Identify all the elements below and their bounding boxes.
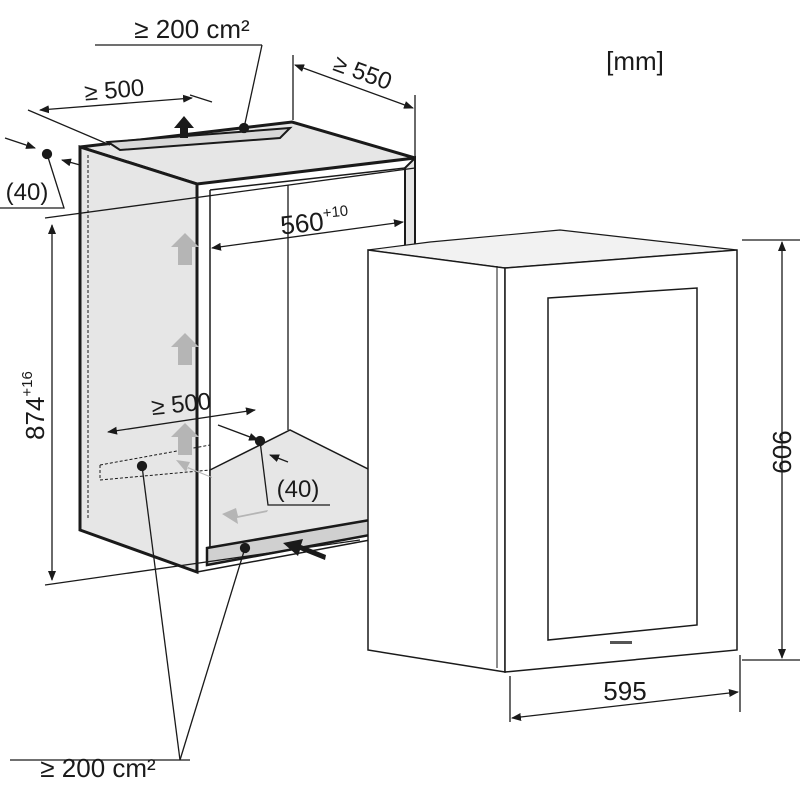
bottom-vent-area-label: ≥ 200 cm² [40,753,156,783]
top-vent-area-label: ≥ 200 cm² [134,14,250,44]
niche-width-value: 560 [279,206,325,240]
dimension-lines [0,44,800,761]
appliance [367,229,738,673]
appliance-width-label: 595 [603,676,646,706]
exhaust-arrow-icon [174,116,194,138]
unit-label: [mm] [606,46,664,76]
appliance-side [367,249,506,673]
airflow-arrow-icon [176,460,212,478]
niche-width-tolerance: +10 [322,202,349,222]
airflow-arrow-icon [171,333,199,365]
intake-arrow-icon [283,539,326,560]
appliance-door [504,249,738,673]
cabinet-niche [78,120,416,575]
niche-height-tolerance: +16 [19,371,36,396]
niche-height-value: 874 [20,397,50,440]
niche-height-label: 874+16 [19,371,50,440]
top-gap-label: (40) [6,179,49,206]
bottom-gap-label: (40) [277,476,320,503]
niche-width-label: 560+10 [279,202,351,240]
airflow-arrow-icon [171,233,199,265]
top-depth-label: ≥ 500 [83,74,145,106]
bottom-depth-label: ≥ 500 [150,388,212,421]
door-glass-window [547,287,698,641]
brand-logo [610,641,632,644]
appliance-height-label: 909 [767,430,797,473]
top-vent-opening [105,126,293,152]
airflow-arrow-icon [222,508,268,524]
cabinet-front-frame-right [404,155,416,251]
